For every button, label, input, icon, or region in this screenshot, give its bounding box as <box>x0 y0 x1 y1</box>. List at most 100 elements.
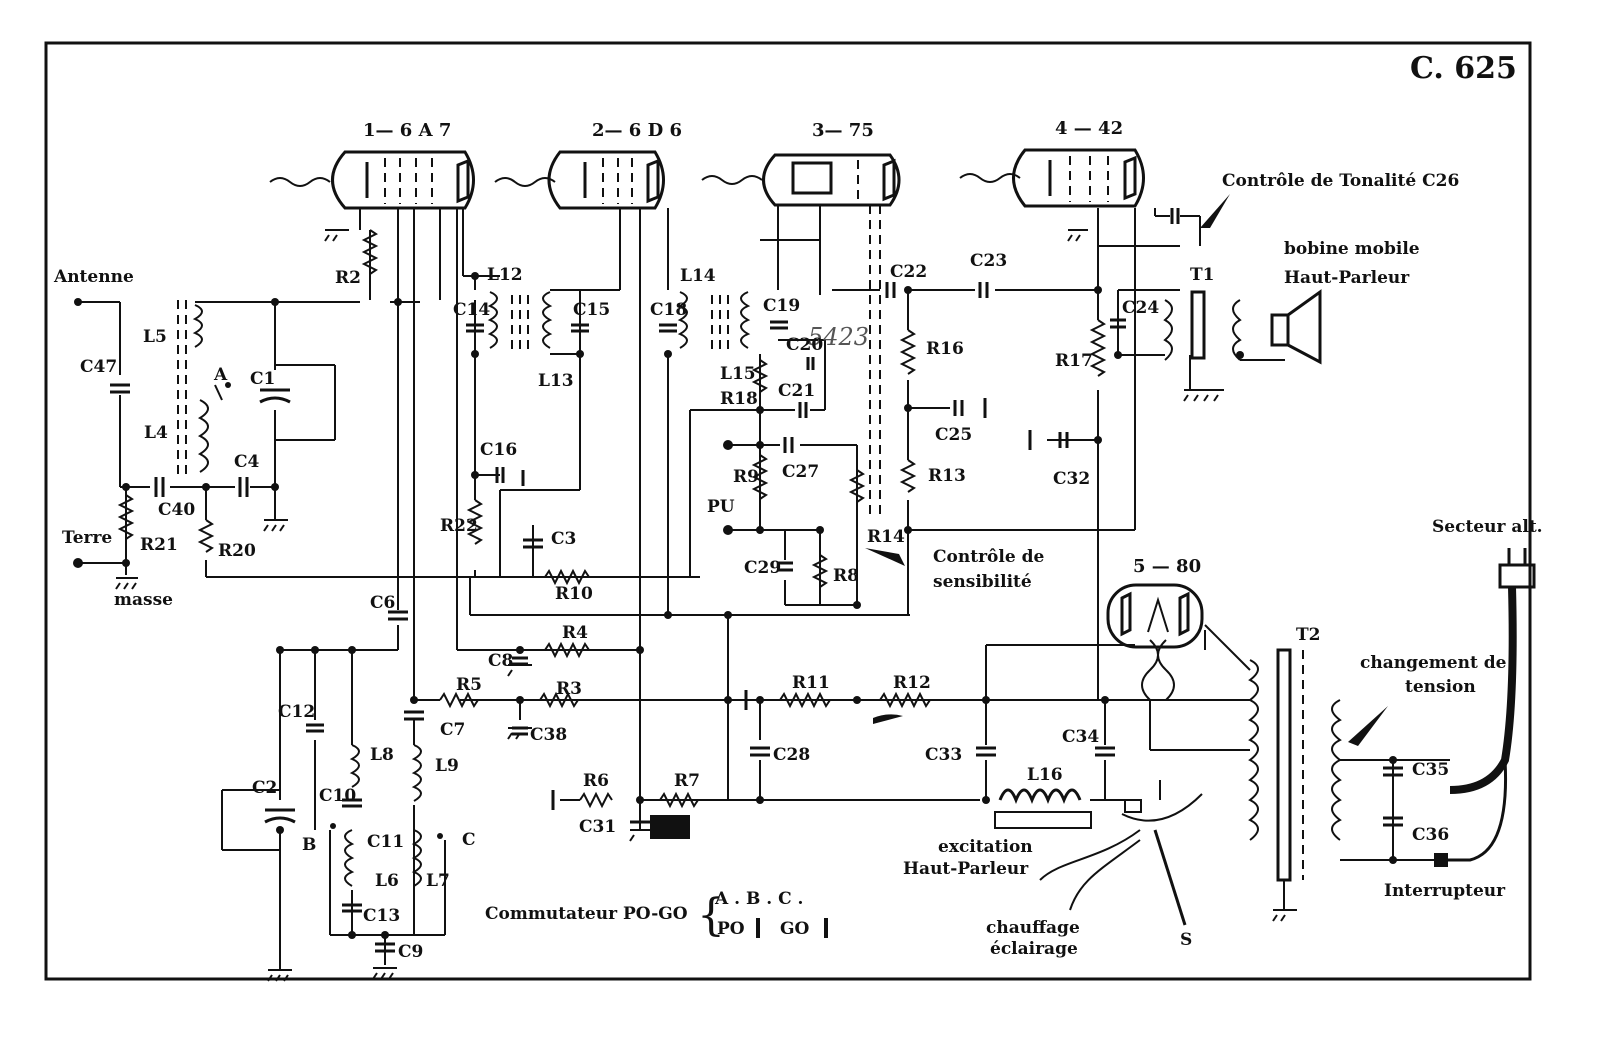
ground-symbols <box>115 229 1297 982</box>
r13-resistor <box>899 459 917 493</box>
label-tension-1: changement de <box>1360 653 1507 673</box>
r14-resistor <box>848 469 866 503</box>
label-c20: C20 <box>786 335 823 355</box>
label-c36: C36 <box>1412 825 1449 845</box>
tone-knob-icon <box>1200 194 1230 228</box>
label-c21: C21 <box>778 381 815 401</box>
l12-coil <box>487 291 498 349</box>
c10-capacitor <box>342 798 362 808</box>
label-tone: Contrôle de Tonalité C26 <box>1222 171 1459 191</box>
l5-coil <box>192 304 203 348</box>
r10-resistor <box>544 568 590 586</box>
tube-3-label: 3— 75 <box>812 120 874 141</box>
c27-capacitor <box>783 437 794 453</box>
tube-1-6a7: 1— 6 A 7 <box>269 120 475 210</box>
label-r14: R14 <box>867 527 905 547</box>
label-c47: C47 <box>80 357 117 377</box>
label-point-b: B <box>302 835 316 855</box>
label-excit-1: excitation <box>938 837 1033 857</box>
sheet-code: C. 625 <box>1410 51 1517 86</box>
t2-secondary <box>1331 699 1342 841</box>
label-c4: C4 <box>234 452 260 472</box>
c12-capacitor <box>306 723 324 733</box>
tube-1-label: 1— 6 A 7 <box>363 120 451 141</box>
label-r21: R21 <box>140 535 178 555</box>
label-c31: C31 <box>579 817 616 837</box>
label-c13: C13 <box>363 906 400 926</box>
r2-resistor <box>361 229 379 275</box>
c13-capacitor <box>342 903 362 913</box>
c23-capacitor <box>978 282 989 298</box>
label-c38: C38 <box>530 725 567 745</box>
label-c33: C33 <box>925 745 962 765</box>
label-c29: C29 <box>744 558 781 578</box>
r11-resistor <box>779 691 831 709</box>
label-c15: C15 <box>573 300 610 320</box>
label-r8: R8 <box>833 566 859 586</box>
label-l14: L14 <box>680 266 716 286</box>
label-terre: Terre <box>62 528 112 548</box>
label-r9: R9 <box>733 467 759 487</box>
label-chauff-2: éclairage <box>990 939 1078 959</box>
label-speaker-1: bobine mobile <box>1284 239 1420 259</box>
l16-core <box>994 811 1092 829</box>
label-c14: C14 <box>453 300 490 320</box>
label-r13: R13 <box>928 466 966 486</box>
c9-capacitor <box>375 942 395 953</box>
r22-resistor <box>466 499 484 545</box>
label-point-c: C <box>462 830 476 850</box>
label-l16: L16 <box>1027 765 1063 785</box>
label-c11: C11 <box>367 832 404 852</box>
t1-secondary <box>1232 299 1242 361</box>
label-c23: C23 <box>970 251 1007 271</box>
label-masse: masse <box>114 590 173 610</box>
label-r2: R2 <box>335 268 361 288</box>
label-r7: R7 <box>674 771 700 791</box>
label-l13: L13 <box>538 371 574 391</box>
r18-resistor <box>751 359 769 393</box>
c19-capacitor <box>770 320 788 330</box>
label-r5: R5 <box>456 675 482 695</box>
t2-primary-left <box>1248 659 1259 841</box>
label-speaker-2: Haut-Parleur <box>1284 268 1410 288</box>
tube-2-label: 2— 6 D 6 <box>592 120 682 141</box>
label-c2: C2 <box>252 778 277 798</box>
tube-4-label: 4 — 42 <box>1055 118 1123 139</box>
r17-resistor <box>1089 319 1107 377</box>
l6-coil <box>344 829 355 887</box>
component-labels: R2 R21 R20 R22 R10 R4 R5 R3 R6 R7 R11 R1… <box>80 251 1449 962</box>
label-l6: L6 <box>375 871 399 891</box>
label-l7: L7 <box>426 871 450 891</box>
speaker-icon <box>1270 289 1322 365</box>
label-c7: C7 <box>440 720 465 740</box>
label-c16: C16 <box>480 440 517 460</box>
text-labels: Antenne Terre masse PU Contrôle de Tonal… <box>53 171 1543 959</box>
label-secteur: Secteur alt. <box>1432 517 1543 537</box>
c33-capacitor <box>976 746 996 757</box>
label-c18: C18 <box>650 300 687 320</box>
label-r6: R6 <box>583 771 609 791</box>
l9-coil <box>411 744 422 802</box>
c2-capacitor <box>264 808 296 824</box>
label-c3: C3 <box>551 529 576 549</box>
interrupteur-switch <box>1434 853 1448 867</box>
r12-wiper-icon <box>873 714 903 724</box>
label-c9: C9 <box>398 942 423 962</box>
label-l15: L15 <box>720 364 756 384</box>
label-l9: L9 <box>435 756 459 776</box>
label-r18: R18 <box>720 389 758 409</box>
tube-4-42: 4 — 42 <box>959 118 1145 208</box>
c7-capacitor <box>404 710 424 721</box>
l8-coil <box>349 744 360 788</box>
label-po: PO <box>717 919 745 939</box>
c24-capacitor <box>1110 318 1126 329</box>
label-stamp: 5423 <box>808 323 869 351</box>
label-c28: C28 <box>773 745 810 765</box>
label-antenne: Antenne <box>53 267 134 287</box>
r16-resistor <box>899 329 917 375</box>
t1-primary <box>1163 299 1173 361</box>
label-l8: L8 <box>370 745 394 765</box>
label-interrupteur: Interrupteur <box>1384 881 1506 901</box>
label-t2: T2 <box>1296 625 1320 645</box>
